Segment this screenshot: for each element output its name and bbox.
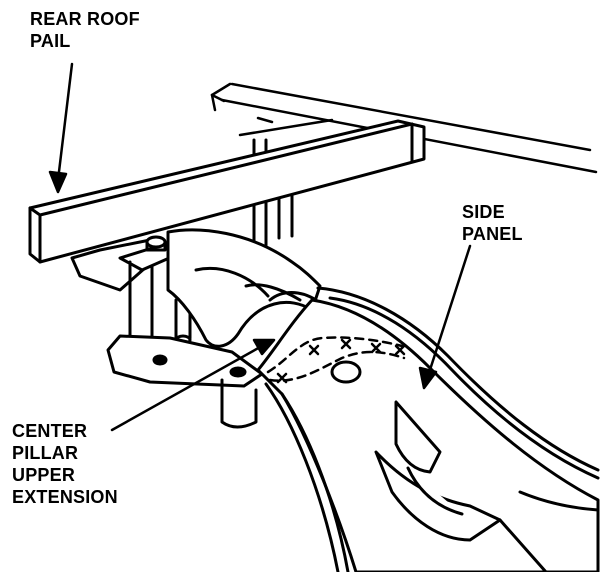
label-line: SIDE [462,202,505,222]
mounting-bracket [70,235,264,429]
center-pillar-leader [110,344,264,432]
rear-roof-leader [56,62,74,182]
upper-frame-lines [210,82,598,174]
label-line: PILLAR [12,443,79,463]
label-line: EXTENSION [12,487,118,507]
label-line: REAR ROOF [30,9,140,29]
side-panel-arrowhead [418,366,438,390]
label-line: PANEL [462,224,523,244]
rear-roof-rail [28,119,426,264]
side-panel-label: SIDE PANEL [462,201,523,245]
label-line: CENTER [12,421,88,441]
callout-arrows [48,62,472,432]
center-pillar-upper-extension-label: CENTER PILLAR UPPER EXTENSION [12,420,118,508]
center-pillar-arrowhead [252,338,276,356]
pillar-casting [166,228,322,348]
side-panel-leader [426,244,472,378]
label-line: UPPER [12,465,76,485]
label-line: PAIL [30,31,71,51]
weld-seam [266,336,406,384]
rear-roof-arrowhead [48,170,68,194]
rear-roof-rail-label: REAR ROOF PAIL [30,8,140,52]
side-panel-body [256,286,600,572]
